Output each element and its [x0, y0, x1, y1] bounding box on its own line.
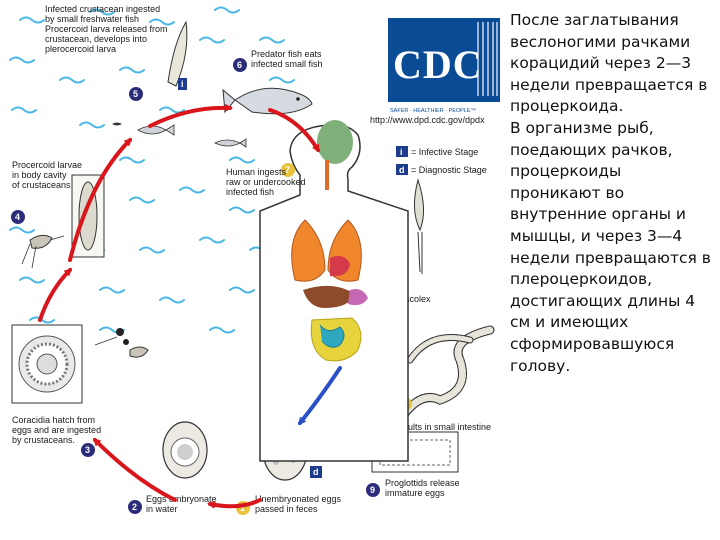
infective-badge-letter: i [400, 147, 403, 157]
stomach-icon [348, 289, 368, 306]
arrow-human-to-eggs [298, 366, 342, 426]
svg-text:5: 5 [133, 89, 138, 99]
step-7-badge [281, 163, 295, 177]
proglottid-icon [379, 439, 451, 466]
legend-diagnostic: = Diagnostic Stage [411, 165, 487, 175]
step-4-badge [11, 210, 25, 224]
small-crustacean-icon [129, 346, 149, 358]
heart-icon [330, 256, 350, 277]
step-5: Infected crustacean ingested by small fr… [45, 4, 188, 136]
step-4: Procercoid larvae in body cavity of crus… [11, 160, 105, 269]
step-3-badge [81, 443, 95, 457]
arrow-5-to-6 [148, 103, 233, 128]
svg-text:7: 7 [285, 165, 290, 175]
svg-text:Predator fish eats inf: Predator fish eats infected small fish [251, 49, 324, 69]
scolex-icon [414, 178, 424, 232]
slide-text: После заглатывания веслоногими рачками к… [510, 10, 715, 377]
predator-fish-icon [222, 87, 313, 115]
step-2: 2 Eggs embryonate in water [128, 421, 219, 514]
lifecycle-diagram: CDC SAFER · HEALTHIER · PEOPLE™ http://w… [9, 4, 500, 515]
human-figure: 7 Human ingests raw or undercooked infec… [226, 120, 409, 462]
svg-text:Coracidia hatch from e: Coracidia hatch from eggs and are ingest… [12, 415, 104, 445]
svg-text:Human ingests raw or u: Human ingests raw or undercooked infecte… [226, 167, 308, 197]
cdc-tagline: SAFER · HEALTHIER · PEOPLE™ [390, 108, 476, 114]
small-fish-icon-2 [214, 138, 247, 148]
text-paragraph-1: После заглатывания веслоногими рачками к… [510, 11, 708, 116]
brain-icon [317, 120, 353, 164]
crustacean-icon [29, 234, 53, 249]
svg-text:6: 6 [237, 60, 242, 70]
diagnostic-badge-letter: d [399, 165, 405, 175]
adult-worm-icon [396, 326, 494, 424]
cdc-logo: CDC SAFER · HEALTHIER · PEOPLE™ http://w… [370, 18, 500, 125]
svg-text:i: i [181, 79, 184, 89]
svg-text:Procercoid larvae in b: Procercoid larvae in body cavity of crus… [12, 160, 85, 190]
lifecycle-arrows [38, 103, 342, 509]
svg-text:Infected crustacean ingested: Infected crustacean ingested by small fr… [45, 4, 170, 54]
step-6: 6 Predator fish eats infected small fish [214, 49, 324, 148]
svg-text:scolex: scolex [405, 294, 431, 304]
svg-text:1: 1 [240, 503, 245, 513]
svg-text:Proglottids release im: Proglottids release immature eggs [385, 478, 462, 498]
arrow-2-to-3 [92, 437, 177, 502]
stage-legend: i = Infective Stage d = Diagnostic Stage [396, 146, 487, 175]
small-fish-icon [137, 124, 175, 136]
svg-text:9: 9 [370, 485, 375, 495]
cdc-url: http://www.dpd.cdc.gov/dpdx [370, 115, 485, 125]
step-6-badge [233, 58, 247, 72]
step-5-badge [129, 87, 143, 101]
legend-infective: = Infective Stage [411, 147, 478, 157]
step-8-label: Adults in small intestine [397, 422, 491, 432]
text-paragraph-2: В организме рыб, поедающих рачков, проце… [510, 118, 711, 375]
svg-text:2: 2 [132, 502, 137, 512]
svg-text:Unembryonated eggs pas: Unembryonated eggs passed in feces [255, 494, 344, 514]
arrow-4-to-5 [68, 137, 133, 262]
cdc-logo-text: CDC [393, 42, 483, 87]
liver-icon [303, 285, 355, 308]
lung-left-icon [291, 219, 326, 282]
svg-text:4: 4 [15, 212, 20, 222]
scolex: scolex [405, 178, 431, 304]
svg-text:Eggs embryonate in wat: Eggs embryonate in water [146, 494, 219, 514]
step-2-badge [128, 500, 142, 514]
arrow-1-to-2 [207, 498, 262, 509]
step-9-badge [366, 483, 380, 497]
svg-text:3: 3 [85, 445, 90, 455]
svg-text:d: d [313, 467, 319, 477]
arrow-3-to-4 [38, 267, 73, 322]
step-3: Coracidia hatch from eggs and are ingest… [11, 324, 149, 457]
step-8: 8 Adults in small intestine [395, 325, 495, 432]
arrow-6-to-7 [268, 108, 320, 153]
